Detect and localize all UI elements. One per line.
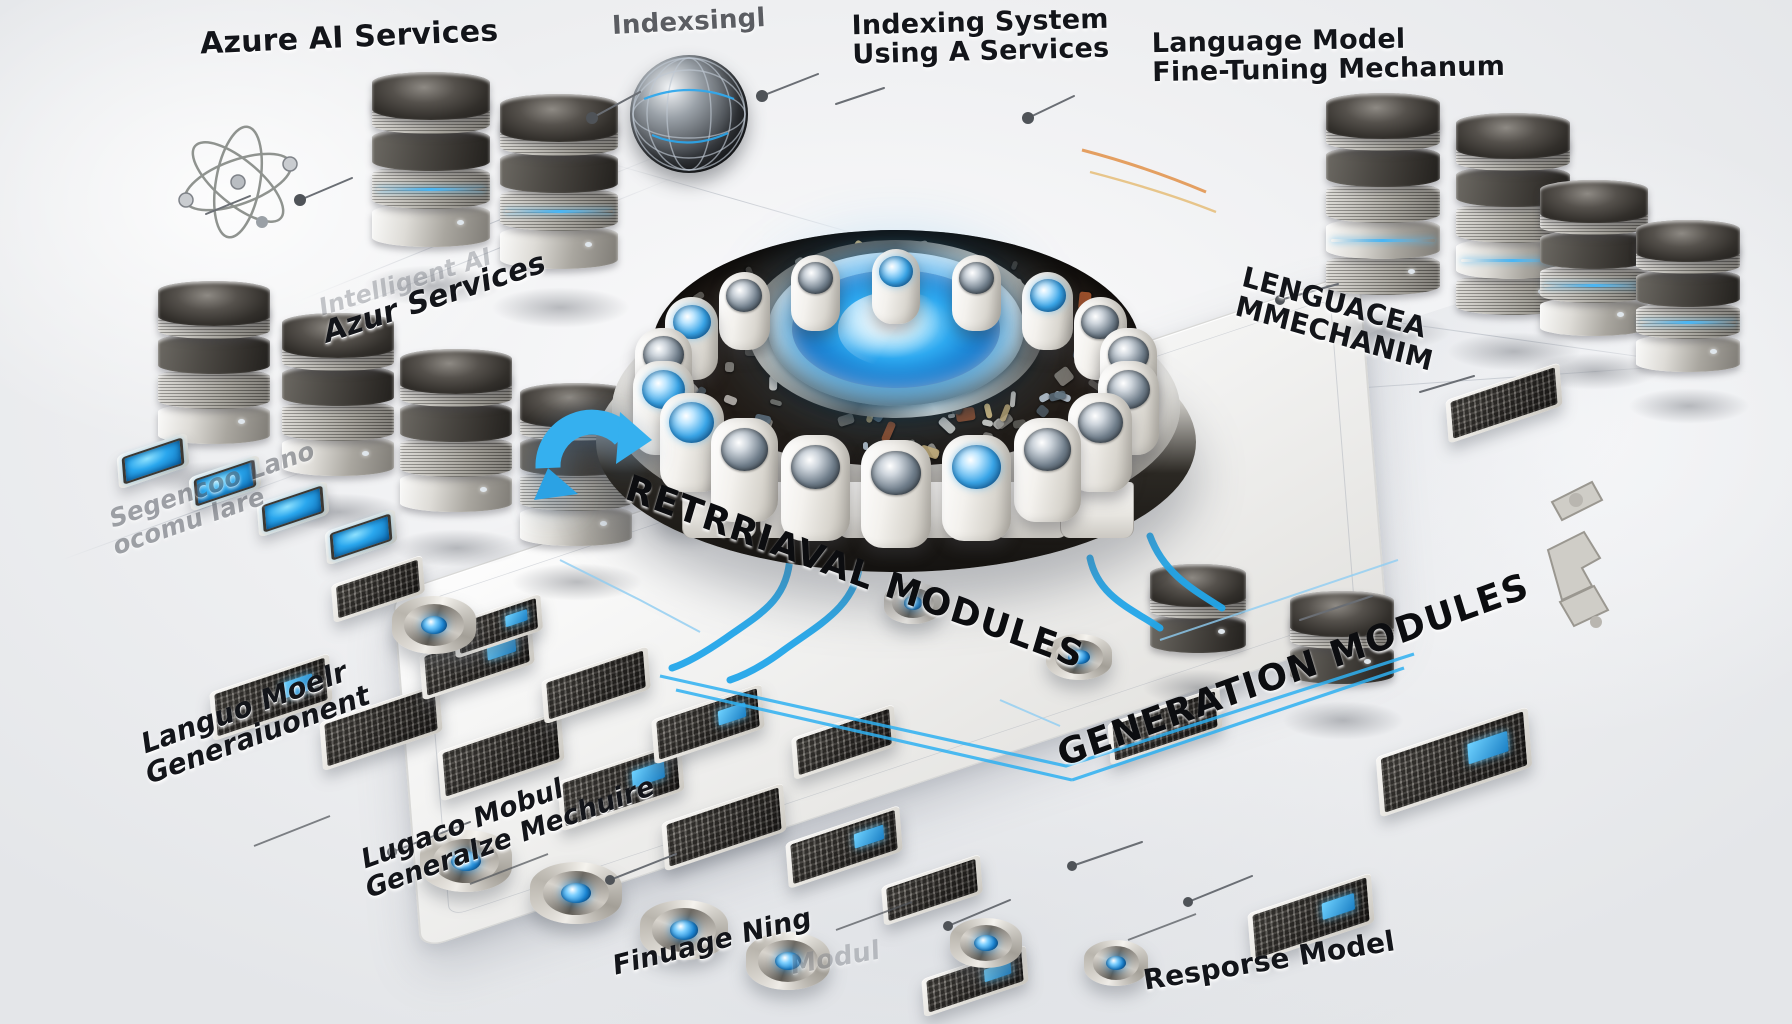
stack-shadow	[1628, 388, 1751, 424]
database-cap	[400, 349, 512, 394]
database-disc	[158, 333, 270, 374]
database-cap	[158, 281, 270, 326]
canister-lens	[1024, 428, 1072, 471]
dial-module	[950, 918, 1022, 968]
board-die	[1381, 711, 1527, 813]
database-cap	[372, 72, 490, 121]
hub-internal-component	[770, 398, 782, 406]
disc-glow-line	[1331, 239, 1436, 242]
database-stack	[400, 366, 512, 547]
disc-led	[480, 487, 487, 492]
canister-lens	[871, 451, 920, 496]
hub-internal-component	[1053, 366, 1074, 387]
globe-wireframe	[630, 55, 748, 173]
hub-canister	[791, 255, 840, 331]
database-disc	[1540, 297, 1648, 336]
hub-canister	[1014, 418, 1081, 522]
hub-canister	[1022, 272, 1073, 351]
database-disc	[372, 203, 490, 247]
canister-lens	[952, 445, 1001, 489]
dial-module	[530, 862, 622, 924]
board-panel	[1445, 362, 1562, 443]
canister-lens	[669, 402, 715, 443]
database-disc	[282, 365, 394, 406]
chip-die	[886, 859, 978, 922]
canister-lens	[879, 256, 913, 287]
disc-led	[1710, 349, 1717, 354]
canister-lens	[1030, 279, 1066, 312]
atom-nucleus	[231, 175, 245, 189]
database-disc	[1636, 302, 1740, 340]
hub-internal-component	[981, 419, 993, 427]
disc-led	[457, 220, 464, 225]
hub-internal-component	[948, 414, 956, 419]
dial-core	[561, 883, 590, 903]
label-azure-ai-services: Azure AI Services	[199, 16, 499, 61]
disc-led	[238, 419, 245, 424]
hub-internal-component	[984, 403, 993, 419]
dial-core	[974, 935, 997, 951]
canister-lens	[1078, 402, 1124, 443]
database-disc	[400, 436, 512, 477]
canister-lens	[959, 262, 994, 294]
label-language-model-fine-tuning: Language Model Fine-Tuning Mechanum	[1152, 23, 1506, 87]
database-disc	[1540, 230, 1648, 269]
label-indexingl: Indexsingl	[611, 4, 766, 40]
database-disc	[1636, 269, 1740, 307]
hub-internal-component	[1009, 392, 1015, 408]
disc-led	[1218, 629, 1225, 634]
database-disc	[1636, 334, 1740, 372]
database-cap	[1456, 113, 1570, 159]
dial-module	[1084, 940, 1148, 986]
hub-canister	[781, 435, 850, 542]
board-die	[1450, 367, 1557, 439]
database-cap	[1326, 93, 1440, 139]
label-language-model-generation: Languo Moelr Generaiuonent	[140, 649, 372, 791]
database-disc	[1326, 146, 1440, 187]
database-disc	[400, 471, 512, 512]
disc-led	[362, 451, 369, 456]
hub-internal-component	[725, 362, 734, 372]
hub-canister	[719, 272, 770, 351]
disc-led	[1617, 312, 1624, 317]
dial-module	[392, 596, 476, 654]
database-cap	[500, 94, 618, 143]
globe-node	[630, 55, 748, 173]
stack-shadow	[1282, 701, 1405, 740]
disc-led	[585, 242, 592, 247]
database-disc	[372, 165, 490, 209]
hub-internal-component	[722, 394, 737, 406]
database-disc	[282, 400, 394, 441]
database-stack	[1636, 236, 1740, 405]
canister-lens	[791, 445, 840, 489]
chip-module	[881, 854, 983, 926]
hub-internal-component	[837, 413, 855, 427]
database-stack	[1540, 196, 1648, 370]
disc-glow-line	[1640, 321, 1736, 324]
disc-glow-line	[377, 188, 486, 191]
hub-internal-component	[1010, 260, 1018, 270]
database-disc	[1326, 182, 1440, 223]
database-disc	[158, 368, 270, 409]
canister-lens	[721, 428, 769, 471]
hub-internal-component	[1035, 404, 1050, 419]
canister-lens	[726, 279, 762, 312]
canister-lens	[798, 262, 833, 294]
database-cap	[1636, 220, 1740, 262]
hub-internal-component	[938, 416, 957, 435]
hub-canister	[952, 255, 1001, 331]
hub-canister	[872, 249, 920, 324]
database-disc	[400, 401, 512, 442]
label-indexing-system: Indexing System Using A Services	[851, 5, 1109, 70]
database-disc	[1326, 218, 1440, 259]
disc-glow-line	[1544, 284, 1643, 287]
hub-canister	[861, 440, 930, 548]
database-disc	[1540, 264, 1648, 303]
database-disc	[372, 128, 490, 172]
database-cap	[1540, 180, 1648, 224]
disc-led	[1408, 269, 1415, 274]
database-disc	[1150, 614, 1246, 653]
hub-canister	[942, 435, 1011, 542]
